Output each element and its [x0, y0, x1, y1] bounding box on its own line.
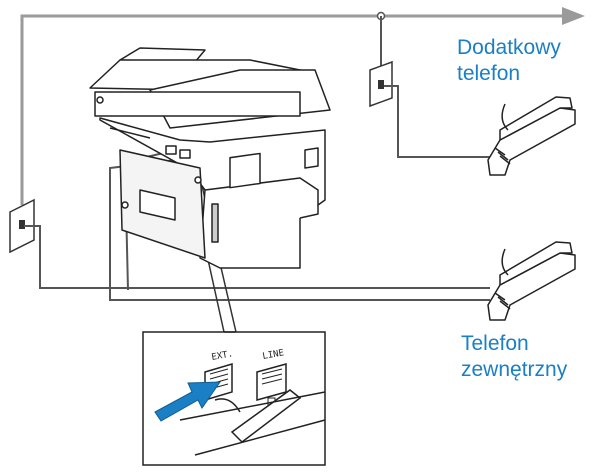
extra-phone-label: Dodatkowy telefon [457, 35, 561, 87]
line-cord [24, 225, 490, 289]
extra-phone-label-line2: telefon [457, 62, 521, 85]
wall-jack-icon [9, 198, 35, 254]
external-phone-label-line2: zewnętrzny [461, 358, 568, 381]
extra-phone-cord [384, 85, 493, 158]
external-phone-label-line1: Telefon [461, 332, 529, 355]
extra-phone-label-line1: Dodatkowy [457, 36, 561, 59]
external-phone-label: Telefon zewnętrzny [461, 331, 567, 383]
arrow-right-icon [562, 7, 585, 25]
fax-machine [89, 47, 331, 269]
push-arrow-icon [154, 381, 221, 422]
wall-jack-icon [369, 16, 393, 108]
port-closeup [142, 331, 326, 466]
telephone-icon [487, 241, 576, 321]
telephone-icon [487, 96, 576, 176]
port-ext-label: EXT. [211, 349, 234, 363]
port-line-label: LINE [262, 348, 285, 362]
